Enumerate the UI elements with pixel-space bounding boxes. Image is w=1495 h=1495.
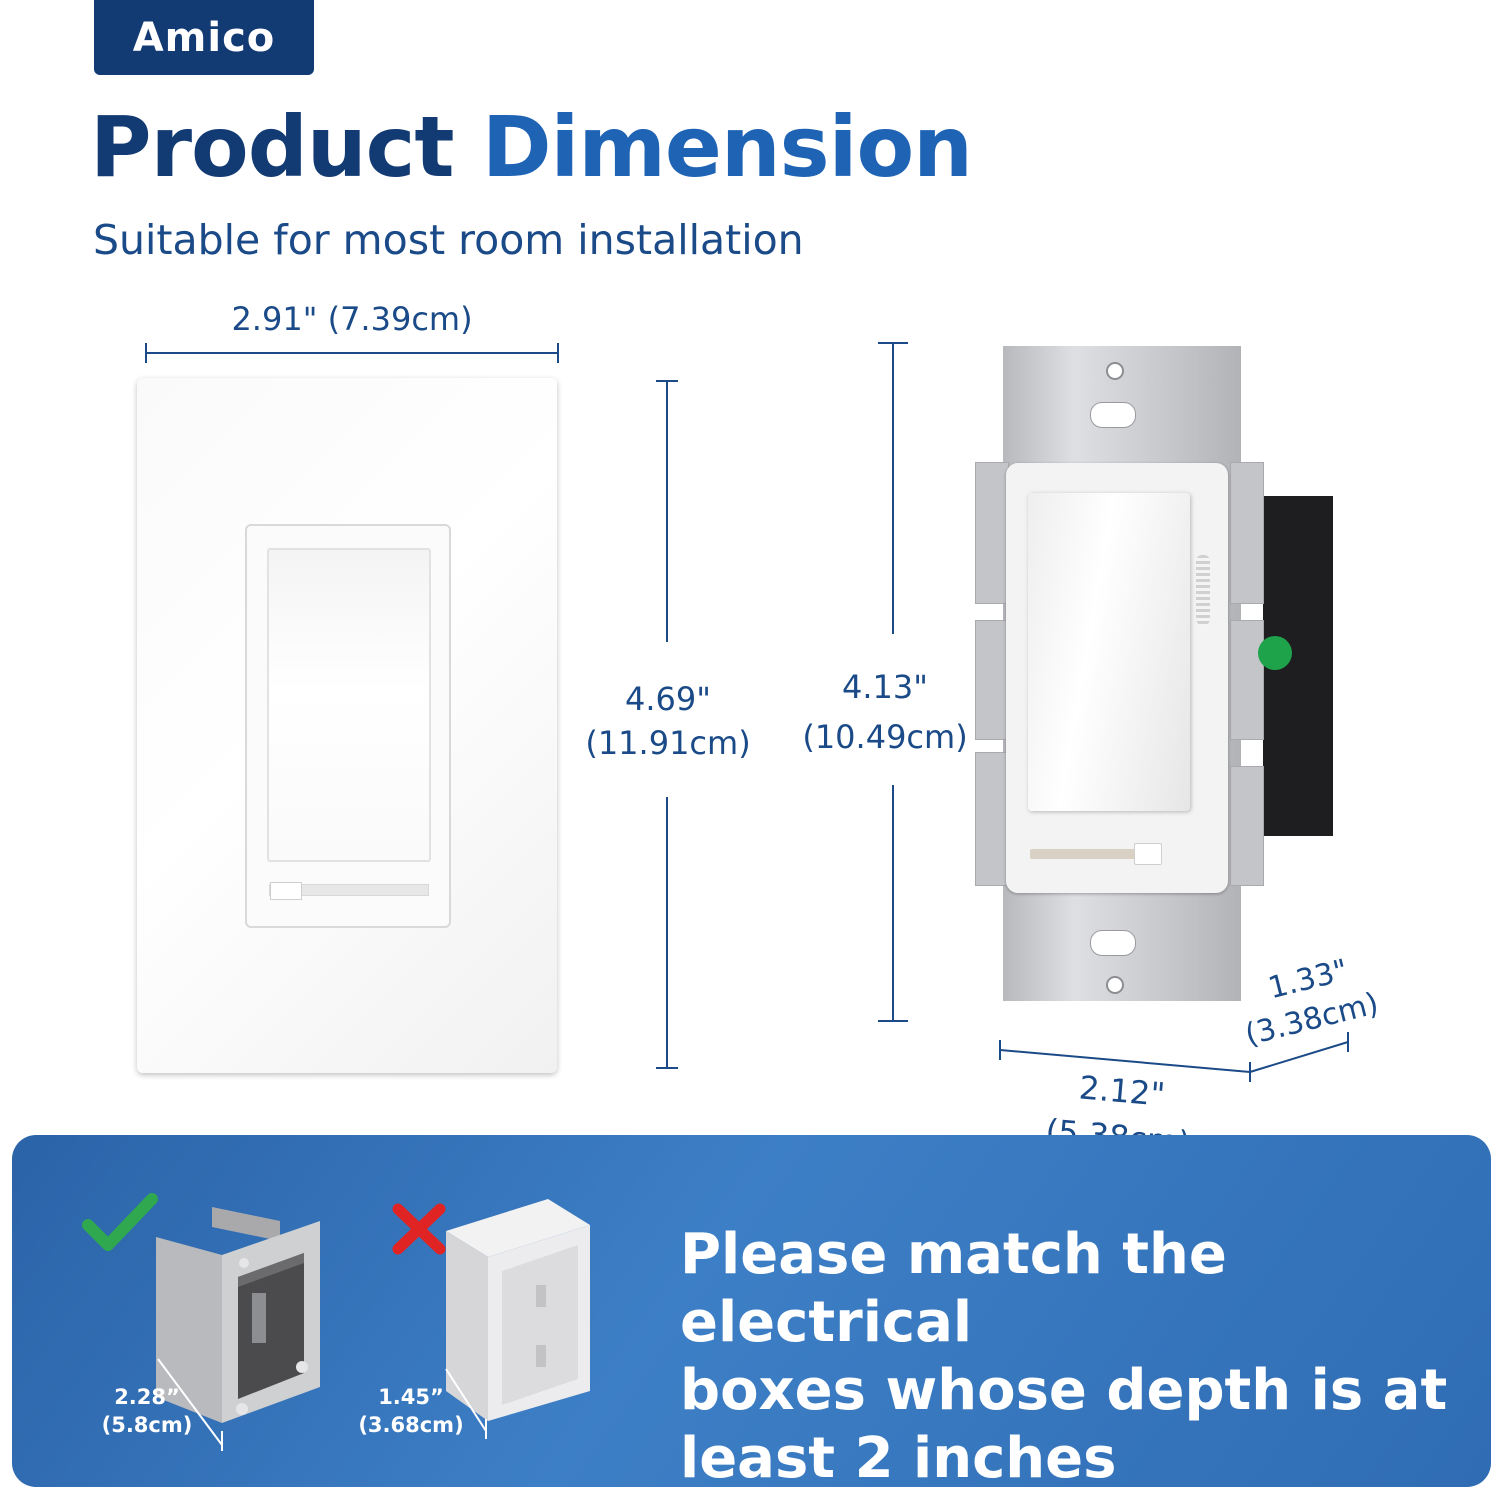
- plate-width-tick-right: [557, 343, 559, 363]
- strap-screw-hole-bottom: [1106, 976, 1124, 994]
- page-title: Product Dimension: [90, 92, 973, 202]
- plate-height-tick-bottom: [656, 1067, 678, 1069]
- brand-name: Amico: [132, 14, 276, 61]
- plate-width-label: 2.91" (7.39cm): [231, 300, 473, 338]
- notice-line-2: boxes whose depth is at: [680, 1358, 1448, 1423]
- plate-height-in-label: 4.69": [625, 680, 711, 718]
- notice-text: Please match the electrical boxes whose …: [680, 1221, 1470, 1487]
- strap-ear-left-2: [975, 620, 1009, 740]
- strap-ear-right-3: [1230, 766, 1264, 886]
- strap-slot-bottom: [1090, 930, 1136, 956]
- electrical-box-notice-panel: 2.28” (5.8cm) 1.45” (3.68cm) Please matc…: [12, 1135, 1491, 1487]
- dimmer-height-line-bottom: [892, 785, 894, 1022]
- dimmer-faceplate: [1006, 463, 1228, 893]
- plate-switch-frame: [245, 524, 451, 928]
- cross-icon: [392, 1203, 446, 1255]
- page-subtitle: Suitable for most room installation: [93, 216, 804, 264]
- strap-ear-right-1: [1230, 462, 1264, 604]
- check-icon: [82, 1193, 158, 1251]
- shallow-box-depth-cm-label: (3.68cm): [358, 1413, 464, 1437]
- plate-height-cm-label: (11.91cm): [585, 724, 751, 762]
- deep-box-depth-cm-label: (5.8cm): [101, 1413, 193, 1437]
- dimmer-height-cm-label: (10.49cm): [802, 718, 968, 756]
- dimmer-slider-knob: [1134, 843, 1162, 865]
- dimmer-height-in-label: 4.13": [842, 668, 928, 706]
- plate-height-line-top: [666, 380, 668, 642]
- plate-rocker: [267, 548, 431, 862]
- dimmer-slider: [1030, 849, 1160, 859]
- dimmer-base-dimension-lines: [999, 1032, 1349, 1082]
- deep-box-depth-line: [157, 1358, 223, 1451]
- plate-width-line: [145, 352, 559, 354]
- deep-box-depth-in-label: 2.28”: [114, 1385, 180, 1409]
- strap-ear-right-2: [1230, 620, 1264, 740]
- plate-slider-knob: [270, 882, 302, 900]
- green-certification-label: [1258, 636, 1292, 670]
- deep-electrical-box: [156, 1207, 320, 1423]
- dimmer-rocker: [1028, 493, 1190, 811]
- notice-line-1: Please match the electrical: [680, 1222, 1227, 1355]
- wall-plate: [137, 378, 557, 1073]
- shallow-box-depth-in-label: 1.45”: [378, 1385, 444, 1409]
- strap-slot-top: [1090, 402, 1136, 428]
- title-product: Product: [90, 98, 455, 196]
- dimmer-adjust-wheel: [1196, 555, 1210, 625]
- strap-ear-left-1: [975, 462, 1009, 604]
- dimmer-height-line-top: [892, 342, 894, 634]
- notice-line-3: least 2 inches: [680, 1426, 1117, 1487]
- plate-slider: [269, 882, 429, 900]
- shallow-electrical-box: [446, 1199, 590, 1421]
- plate-width-tick-left: [145, 343, 147, 363]
- strap-screw-hole-top: [1106, 362, 1124, 380]
- strap-ear-left-3: [975, 752, 1009, 886]
- title-dimension: Dimension: [481, 98, 973, 196]
- plate-height-line-bottom: [666, 797, 668, 1069]
- brand-logo: Amico: [94, 0, 314, 75]
- dimmer-height-tick-bottom: [878, 1020, 908, 1022]
- shallow-box-depth-line: [445, 1368, 487, 1439]
